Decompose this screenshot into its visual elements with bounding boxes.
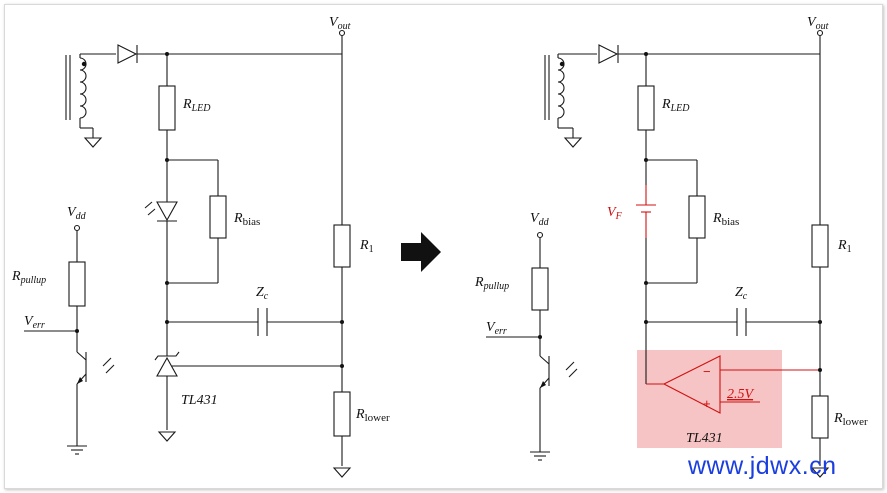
r1-resistor <box>333 224 351 268</box>
r-pullup-label: Rpullup <box>11 269 46 286</box>
r-pullup-label: Rpullup <box>474 275 509 292</box>
vdd-label: Vdd <box>530 211 550 228</box>
ground-icon <box>158 431 176 442</box>
opamp-plus: + <box>703 396 711 411</box>
r-lower-label: Rlower <box>355 407 390 424</box>
r-bias-resistor <box>209 195 227 239</box>
r-pullup-resistor <box>68 261 86 307</box>
r-lower-resistor <box>333 391 351 437</box>
opamp-minus: − <box>703 364 711 379</box>
tl431-label: TL431 <box>686 431 723 446</box>
opamp-icon: − + <box>646 355 820 414</box>
zc-capacitor <box>736 308 747 336</box>
tl431-highlight-box <box>637 350 782 448</box>
vdd-label: Vdd <box>67 205 87 222</box>
led-icon <box>144 201 178 222</box>
battery-icon <box>636 185 656 238</box>
transformer-winding-icon <box>65 53 116 148</box>
r1-label: R1 <box>359 238 374 255</box>
left-circuit: Vout RLED Rbias R1 Zc Vdd Rpullup Verr T… <box>11 15 390 478</box>
r-bias-label: Rbias <box>712 211 739 228</box>
vout-label: Vout <box>329 15 351 32</box>
right-arrow-icon <box>401 232 441 272</box>
phototransistor-icon <box>539 355 578 389</box>
verr-label: Verr <box>486 320 507 337</box>
r-bias-label: Rbias <box>233 211 260 228</box>
r1-label: R1 <box>837 238 852 255</box>
ground-icon <box>333 467 351 478</box>
zener-tl431-icon <box>154 351 180 377</box>
r-pullup-resistor <box>531 267 549 311</box>
right-circuit: − + V <box>474 15 868 478</box>
r-bias-resistor <box>688 195 706 239</box>
ground-icon <box>529 451 551 461</box>
ground-icon <box>66 445 88 455</box>
r-led-label: RLED <box>182 97 211 114</box>
zc-label: Zc <box>256 285 269 302</box>
phototransistor-icon <box>76 351 115 385</box>
vf-label: VF <box>607 205 623 222</box>
transformer-winding-icon <box>544 53 597 148</box>
r-led-resistor <box>637 85 655 131</box>
diode-icon <box>117 44 342 64</box>
verr-label: Verr <box>24 314 45 331</box>
r-lower-label: Rlower <box>833 411 868 428</box>
ground-icon <box>564 137 582 148</box>
r-lower-resistor <box>811 395 829 439</box>
tl431-label: TL431 <box>181 393 218 408</box>
zc-label: Zc <box>735 285 748 302</box>
watermark: www.jdwx.cn <box>688 452 837 480</box>
ground-icon <box>84 137 102 148</box>
r-led-resistor <box>158 85 176 131</box>
r-led-label: RLED <box>661 97 690 114</box>
vout-label: Vout <box>807 15 829 32</box>
diode-icon <box>598 44 820 64</box>
vref-label: 2.5V <box>727 387 755 402</box>
zc-capacitor <box>257 308 268 336</box>
r1-resistor <box>811 224 829 268</box>
